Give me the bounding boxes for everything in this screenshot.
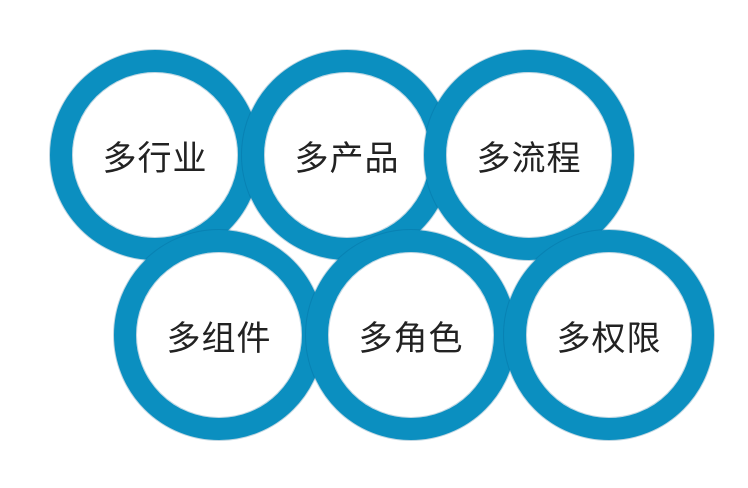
ring-process: 多流程 <box>424 50 634 260</box>
ring-label: 多权限 <box>556 318 662 359</box>
ring-component: 多组件 <box>114 230 324 440</box>
ring-permission: 多权限 <box>504 230 714 440</box>
ring-label: 多角色 <box>358 318 464 359</box>
ring-label: 多流程 <box>476 138 582 179</box>
ring-product: 多产品 <box>242 50 452 260</box>
ring-role: 多角色 <box>306 230 516 440</box>
ring-label: 多行业 <box>102 138 208 179</box>
ring-industry: 多行业 <box>50 50 260 260</box>
ring-label: 多产品 <box>294 138 400 179</box>
ring-label: 多组件 <box>166 318 272 359</box>
